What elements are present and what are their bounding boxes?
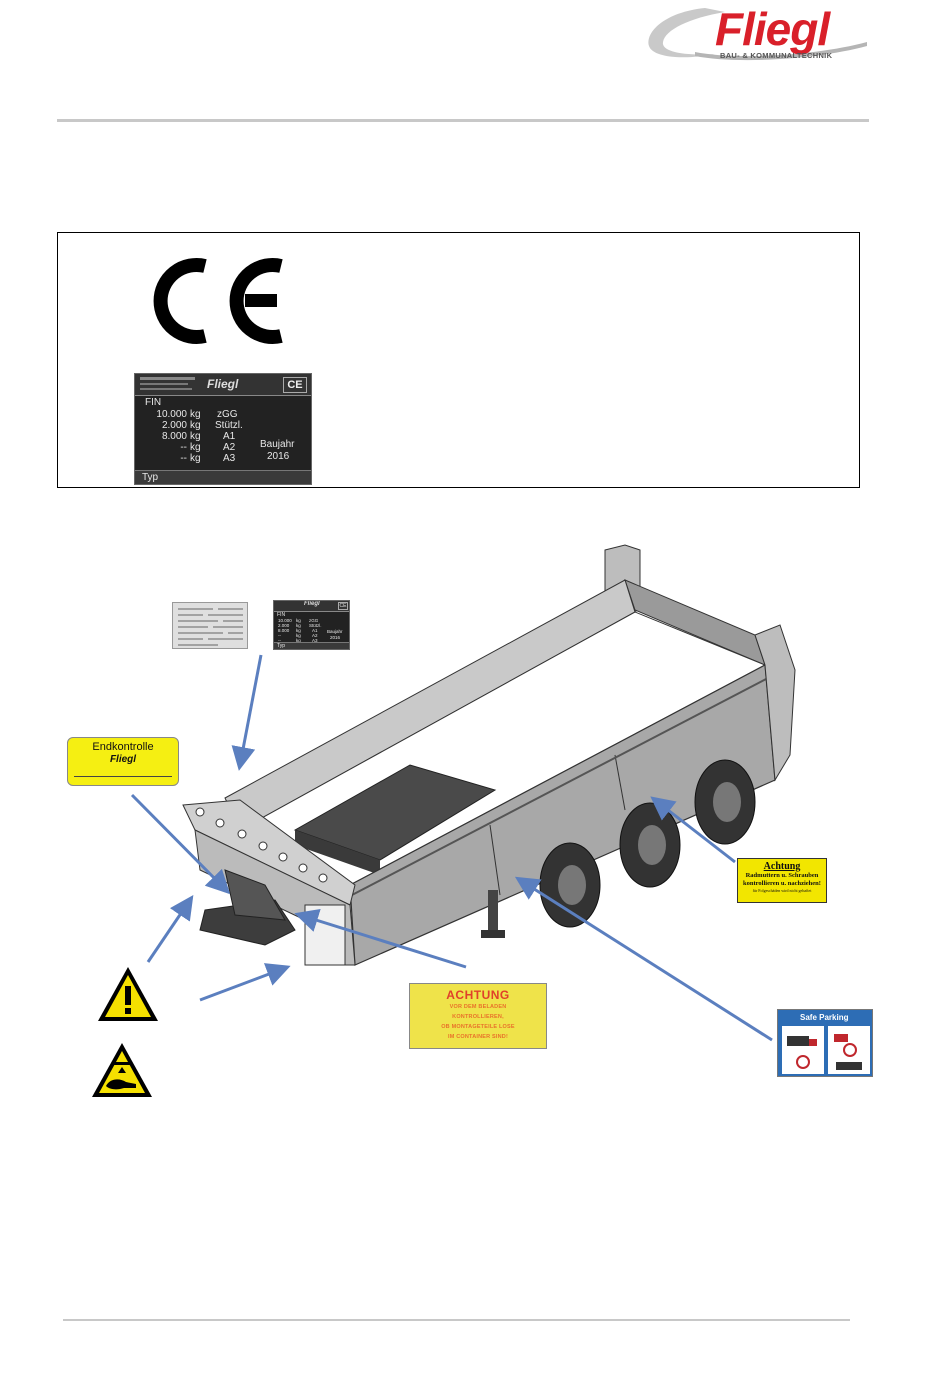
plate-year-value: 2016 bbox=[267, 451, 290, 462]
small-plate-year-value: 2016 bbox=[330, 635, 341, 640]
plate-row-unit: kg bbox=[190, 431, 201, 442]
achtung-wheel-line2: kontrollieren u. nachziehen! bbox=[743, 880, 821, 887]
plate-row-weight: 2.000 bbox=[161, 420, 187, 431]
documentation-plate bbox=[172, 602, 248, 649]
fliegl-logo: Fliegl BAU- & KOMMUNALTECHNIK bbox=[645, 2, 870, 66]
type-plate-brand: Fliegl bbox=[207, 377, 239, 391]
small-plate-year-label: Baujahr bbox=[327, 629, 343, 634]
safe-parking-pictograms-icon bbox=[782, 1026, 870, 1074]
small-plate-weight: 8.000 bbox=[278, 628, 290, 633]
small-plate-label: A2 bbox=[312, 633, 318, 638]
small-plate-unit: kg bbox=[296, 633, 301, 638]
type-plate-ce: CE bbox=[283, 377, 307, 393]
small-plate-unit: kg bbox=[296, 623, 301, 628]
achtung-loading-title: ACHTUNG bbox=[446, 988, 510, 1002]
small-plate-weight: -- bbox=[278, 638, 281, 643]
achtung-wheel-line1: Radmuttern u. Schrauben bbox=[745, 872, 819, 879]
plate-row-label: zGG bbox=[217, 409, 238, 420]
plate-row-unit: kg bbox=[190, 420, 201, 431]
small-plate-label: A1 bbox=[312, 628, 318, 633]
endkontrolle-signature-line bbox=[74, 776, 172, 777]
small-plate-unit: kg bbox=[296, 638, 301, 643]
plate-row-weight: -- bbox=[180, 453, 187, 464]
small-plate-weight: 10.000 bbox=[278, 618, 292, 623]
plate-row-unit: kg bbox=[190, 409, 201, 420]
plate-row-unit: kg bbox=[190, 453, 201, 464]
plate-typ-label: Typ bbox=[142, 472, 159, 483]
achtung-loading-line1: VOR DEM BELADEN bbox=[449, 1004, 507, 1010]
plate-row-label: A3 bbox=[223, 453, 236, 464]
header-divider bbox=[57, 119, 869, 122]
achtung-loading-line3: OB MONTAGETEILE LOSE bbox=[441, 1024, 515, 1030]
small-plate-label: Stützl. bbox=[309, 623, 322, 628]
small-plate-typ-label: Typ bbox=[277, 643, 286, 649]
tipper-trailer-illustration bbox=[182, 544, 796, 966]
logo-swoosh-icon bbox=[648, 8, 867, 61]
document-lines-icon bbox=[178, 608, 243, 646]
achtung-wheel-nuts-sticker: Achtung Radmuttern u. Schrauben kontroll… bbox=[737, 858, 827, 903]
plate-row-weight: 10.000 bbox=[156, 409, 187, 420]
plate-year-label: Baujahr bbox=[260, 439, 295, 450]
small-plate-weight: 2.000 bbox=[278, 623, 290, 628]
type-plate-header: Fliegl CE bbox=[135, 374, 311, 396]
achtung-wheel-note: für Folgeschäden wird nicht gehaftet bbox=[752, 888, 812, 893]
small-plate-fin-label: FIN bbox=[277, 612, 286, 618]
achtung-wheel-title: Achtung bbox=[763, 861, 801, 872]
plate-row-weight: 8.000 bbox=[161, 431, 187, 442]
endkontrolle-title: Endkontrolle bbox=[92, 741, 154, 753]
small-plate-brand: Fliegl bbox=[304, 601, 320, 607]
general-warning-icon bbox=[98, 967, 158, 1021]
achtung-loading-line4: IM CONTAINER SIND! bbox=[447, 1034, 509, 1040]
plate-row-label: Stützl. bbox=[215, 420, 243, 431]
small-plate-unit: kg bbox=[296, 618, 301, 623]
small-plate-label: A3 bbox=[312, 638, 318, 643]
plate-row-label: A2 bbox=[223, 442, 236, 453]
type-plate-fin-label: FIN bbox=[145, 397, 162, 408]
safe-parking-title: Safe Parking bbox=[800, 1013, 849, 1022]
ce-mark-icon bbox=[153, 258, 283, 344]
hand-crush-warning-icon bbox=[92, 1043, 152, 1097]
logo-subtitle: BAU- & KOMMUNALTECHNIK bbox=[720, 51, 833, 60]
plate-row-unit: kg bbox=[190, 442, 201, 453]
small-plate-unit: kg bbox=[296, 628, 301, 633]
footer-divider bbox=[63, 1319, 850, 1321]
identification-box bbox=[57, 232, 860, 488]
plate-typ-bar: Typ bbox=[135, 470, 311, 484]
small-plate-weight: -- bbox=[278, 633, 281, 638]
type-plate-small: Fliegl CE FIN 10.000 kg zGG 2.000 kg Stü… bbox=[273, 600, 350, 650]
achtung-loading-sticker: ACHTUNG VOR DEM BELADEN KONTROLLIEREN, O… bbox=[409, 983, 547, 1049]
achtung-loading-line2: KONTROLLIEREN, bbox=[452, 1014, 504, 1020]
small-plate-label: zGG bbox=[309, 618, 319, 623]
type-plate-large: Fliegl CE FIN 10.000 kg zGG 2.000 kg Stü… bbox=[134, 373, 312, 485]
plate-row-label: A1 bbox=[223, 431, 236, 442]
safe-parking-sticker: Safe Parking bbox=[777, 1009, 873, 1077]
plate-row-weight: -- bbox=[180, 442, 187, 453]
endkontrolle-logo: Fliegl bbox=[109, 754, 137, 765]
endkontrolle-sticker: Endkontrolle Fliegl bbox=[67, 737, 179, 786]
logo-wordmark: Fliegl bbox=[715, 3, 830, 55]
small-plate-ce: CE bbox=[338, 602, 348, 610]
